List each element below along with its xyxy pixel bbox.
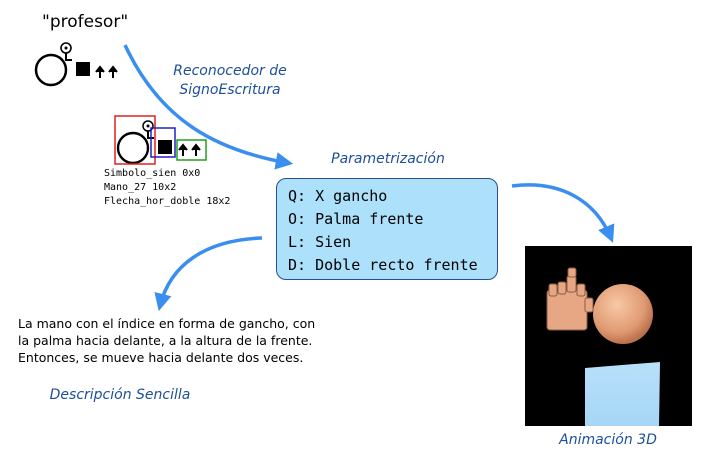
recognizer-label-line-2: SignoEscritura [179,82,281,98]
recognizer-label: Reconocedor de SignoEscritura [160,62,300,100]
animation-label: Animación 3D [559,432,657,448]
bbox-arrow [176,139,207,161]
description-text: La mano con el índice en forma de gancho… [18,316,316,365]
avatar-scene [546,267,660,426]
recognizer-label-line-1: Reconocedor de [173,63,287,79]
bbox-head [114,115,156,165]
signwriting-symbol [34,42,118,87]
arrow-to-parametrization [123,44,294,170]
animation-viewport [525,246,692,426]
arrow-to-description [154,236,263,312]
hand-square-icon [158,140,172,154]
parametrization-label: Parametrización [331,151,445,167]
sign-word: "profesor" [42,12,129,32]
detection-item: Mano_27 10x2 [104,182,177,193]
head-circle-icon [34,53,68,87]
double-arrow-icon [178,143,201,156]
parameter-orientation: O: Palma frente [288,210,424,228]
hook-finger-icon [65,53,72,61]
parameter-movement: D: Doble recto frente [288,256,478,274]
detection-list: Simbolo_sien 0x0 Mano_27 10x2 Flecha_hor… [104,167,230,209]
avatar-body [585,362,660,426]
hand-square-icon [76,62,90,76]
avatar-head [593,284,653,344]
avatar-hand [546,267,594,331]
head-circle-icon [116,131,150,165]
parameter-handshape: Q: X gancho [288,187,388,205]
double-arrow-icon [95,65,118,78]
description-label: Descripción Sencilla [49,387,191,403]
parameter-box: Q: X gancho O: Palma frente L: Sien D: D… [276,178,498,280]
bbox-hand [150,127,176,158]
detected-symbol [116,120,201,165]
arrow-to-animation [511,183,615,243]
detection-item: Simbolo_sien 0x0 [104,168,201,179]
hook-finger-icon [147,131,154,139]
detection-item: Flecha_hor_doble 18x2 [104,196,231,207]
parameter-location: L: Sien [288,233,352,251]
